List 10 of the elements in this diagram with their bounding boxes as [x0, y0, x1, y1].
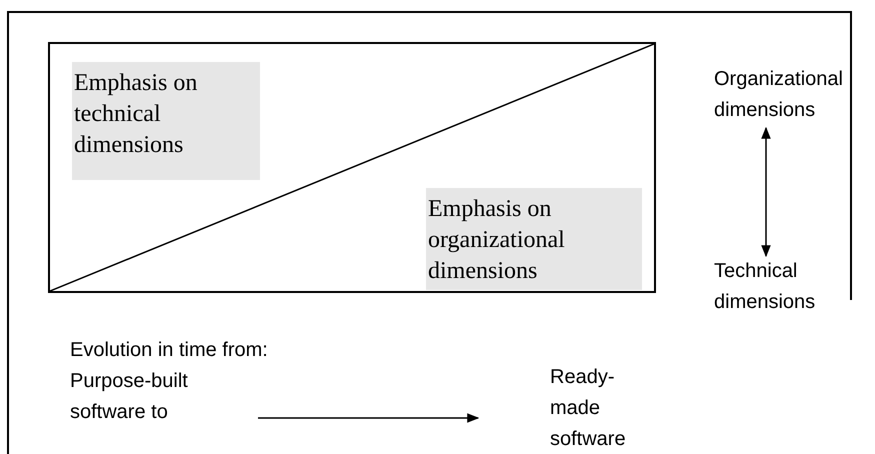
caption-text: Technical dimensions — [714, 256, 846, 320]
caption-text: Purpose-built software to — [70, 366, 220, 430]
diagonal-split-box — [48, 42, 656, 293]
caption-text: Evolution in time from: — [70, 338, 268, 363]
arrow — [258, 413, 480, 423]
text-panel: Emphasis on organizational dimensions — [426, 188, 642, 290]
arrow — [761, 126, 771, 258]
text-panel: Emphasis on technical dimensions — [72, 62, 260, 180]
caption-text: Ready- made software — [550, 362, 650, 454]
caption-text: Organizational dimensions — [714, 64, 846, 128]
